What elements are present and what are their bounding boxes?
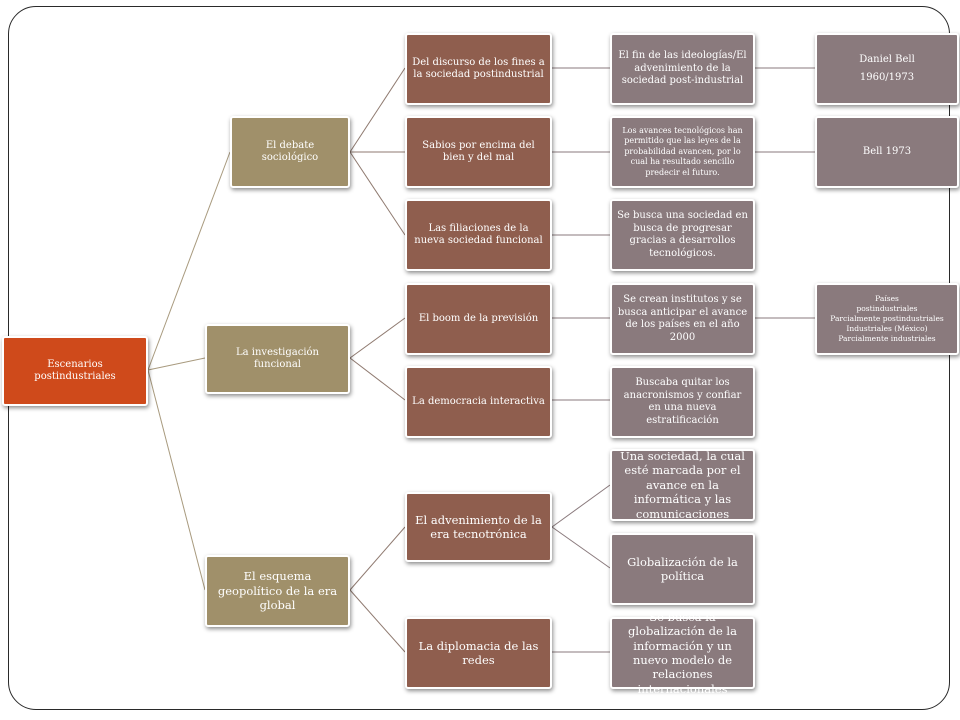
topic-sabios: Sabios por encima del bien y del mal	[405, 116, 552, 188]
branch-investigacion-funcional: La investigación funcional	[205, 324, 350, 394]
link-investigacion-democracia	[349, 357, 406, 401]
source-line: Industriales (México)	[846, 324, 928, 334]
link-geopolitico-diplomacia	[349, 589, 406, 653]
source-line: postindustriales	[856, 303, 918, 313]
link-investigacion-boom	[349, 317, 406, 359]
topic-democracia-interactiva: La democracia interactiva	[405, 366, 552, 438]
topic-boom-prevision: El boom de la previsión	[405, 283, 552, 355]
detail-text: Los avances tecnológicos han permitido q…	[622, 126, 743, 177]
link-debate-discurso	[349, 67, 406, 153]
branch-label: La investigación funcional	[236, 346, 319, 371]
link-root-geopolitico	[147, 369, 206, 591]
branch-label: El esquema geopolítico de la era global	[217, 569, 338, 613]
detail-sociedad-progreso: Se busca una sociedad en busca de progre…	[610, 199, 755, 271]
branch-debate-sociologico: El debate sociológico	[230, 116, 350, 188]
topic-label: La democracia interactiva	[412, 395, 545, 407]
detail-text: Globalización de la política	[627, 554, 738, 583]
detail-text: El fin de las ideologías/El advenimiento…	[618, 50, 747, 87]
topic-label: Del discurso de los fines a la sociedad …	[412, 56, 545, 81]
source-line: Daniel Bell	[859, 53, 915, 65]
topic-filiaciones: Las filiaciones de la nueva sociedad fun…	[405, 199, 552, 271]
root-label: Escenarios postindustriales	[34, 358, 116, 383]
detail-avances-tecnologicos: Los avances tecnológicos han permitido q…	[610, 116, 755, 188]
detail-text: Se busca la globalización de la informac…	[628, 609, 737, 696]
branch-label: El debate sociológico	[261, 139, 319, 164]
topic-label: Sabios por encima del bien y del mal	[422, 139, 535, 164]
detail-globalizacion-politica: Globalización de la política	[610, 533, 755, 605]
detail-anacronismos: Buscaba quitar los anacronismos y confia…	[610, 366, 755, 438]
detail-fin-ideologias: El fin de las ideologías/El advenimiento…	[610, 33, 755, 105]
detail-text: Una sociedad, la cual esté marcada por e…	[620, 449, 745, 521]
topic-label: Las filiaciones de la nueva sociedad fun…	[414, 222, 543, 247]
detail-text: Se busca una sociedad en busca de progre…	[617, 210, 748, 259]
link-debate-filiaciones	[349, 151, 406, 236]
topic-era-tecnotronica: El advenimiento de la era tecnotrónica	[405, 492, 552, 562]
source-line: 1960/1973	[859, 72, 915, 83]
source-bell-1973: Bell 1973	[815, 116, 959, 188]
source-paises-list: Países postindustriales Parcialmente pos…	[815, 283, 959, 355]
link-root-investigacion	[147, 357, 206, 371]
detail-text: Buscaba quitar los anacronismos y confia…	[623, 377, 742, 426]
topic-label: La diplomacia de las redes	[418, 638, 539, 667]
topic-discurso-fines: Del discurso de los fines a la sociedad …	[405, 33, 552, 105]
source-daniel-bell: Daniel Bell 1960/1973	[815, 33, 959, 105]
link-geopolitico-tecnotronica	[349, 526, 406, 591]
source-line: Parcialmente industriales	[838, 334, 936, 344]
link-root-debate	[147, 151, 231, 371]
link-tecnotronica-detail-1	[551, 484, 611, 528]
source-line: Bell 1973	[862, 145, 912, 157]
topic-label: El advenimiento de la era tecnotrónica	[415, 512, 542, 541]
root-node: Escenarios postindustriales	[2, 336, 148, 406]
link-tecnotronica-detail-2	[551, 526, 611, 569]
detail-institutos: Se crean institutos y se busca anticipar…	[610, 283, 755, 355]
topic-label: El boom de la previsión	[418, 312, 539, 324]
detail-sociedad-informatica: Una sociedad, la cual esté marcada por e…	[610, 449, 755, 521]
source-line: Parcialmente postindustriales	[830, 313, 944, 323]
source-line: Países	[875, 293, 899, 303]
branch-esquema-geopolitico: El esquema geopolítico de la era global	[205, 555, 350, 627]
detail-text: Se crean institutos y se busca anticipar…	[617, 294, 748, 343]
topic-diplomacia-redes: La diplomacia de las redes	[405, 617, 552, 689]
detail-globalizacion-informacion: Se busca la globalización de la informac…	[610, 610, 755, 696]
